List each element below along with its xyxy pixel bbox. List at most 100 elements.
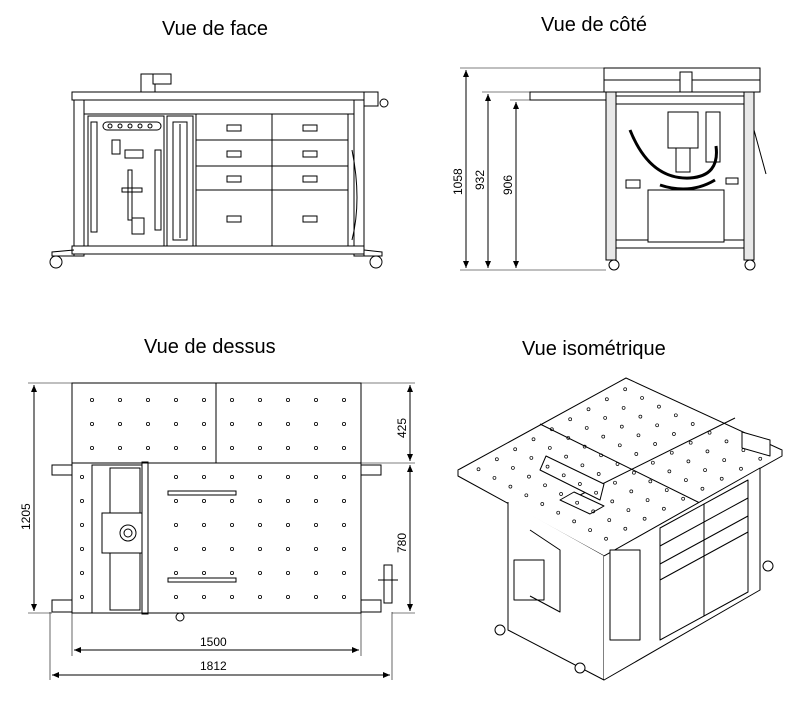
dog-hole (173, 571, 178, 576)
dog-hole (513, 447, 518, 452)
dog-hole (724, 439, 729, 444)
dog-hole (257, 547, 262, 552)
iso-view-title: Vue isométrique (522, 338, 666, 360)
dog-hole (173, 421, 178, 426)
dog-hole (524, 493, 529, 498)
dog-hole (285, 474, 290, 479)
dog-hole (617, 443, 622, 448)
dog-hole (739, 466, 743, 471)
dog-hole (173, 498, 178, 503)
dog-hole (476, 467, 481, 472)
dog-hole (173, 445, 178, 450)
dog-hole (173, 397, 178, 402)
dog-hole (705, 449, 710, 454)
dog-hole (511, 466, 515, 470)
dog-hole (257, 397, 262, 402)
dog-hole (575, 500, 579, 505)
dog-hole (588, 528, 592, 532)
dog-hole (657, 404, 661, 409)
dog-hole (201, 595, 206, 600)
dog-hole (313, 445, 318, 450)
dog-hole (118, 421, 123, 426)
dog-hole (594, 490, 598, 495)
dog-hole (257, 445, 262, 450)
dog-hole (619, 424, 624, 429)
dog-hole (229, 595, 234, 600)
dog-hole (527, 474, 531, 479)
dog-hole (145, 397, 150, 402)
dog-hole (313, 474, 318, 479)
dog-hole (90, 445, 95, 450)
dog-hole (80, 547, 85, 552)
dog-hole (229, 474, 234, 479)
dog-hole (681, 496, 686, 501)
dog-hole (285, 547, 290, 552)
dog-hole (556, 510, 561, 515)
dog-hole (201, 571, 206, 576)
dog-hole (145, 421, 150, 426)
dog-hole (543, 483, 547, 488)
dog-hole (642, 516, 647, 521)
dog-hole (145, 445, 150, 450)
side-view-title: Vue de côté (541, 14, 648, 36)
dim-top-extension: 425 (395, 418, 409, 438)
dog-hole (591, 509, 596, 514)
dog-hole (632, 470, 636, 475)
dog-hole (173, 595, 178, 600)
dog-hole (672, 432, 676, 436)
dog-hole (559, 492, 563, 496)
dog-hole (610, 499, 615, 504)
dog-hole (80, 523, 85, 528)
top-view-title: Vue de dessus (144, 336, 276, 358)
dog-hole (629, 489, 634, 494)
dog-hole (561, 473, 566, 478)
dog-hole (313, 523, 318, 528)
dog-hole (603, 416, 608, 420)
dog-hole (229, 498, 234, 503)
dog-hole (621, 406, 626, 410)
dog-hole (341, 547, 346, 552)
dog-hole (341, 523, 346, 528)
dog-hole (707, 430, 712, 435)
dog-hole (80, 498, 85, 503)
dog-hole (690, 422, 695, 426)
dog-hole (201, 498, 206, 503)
dog-hole (257, 595, 262, 600)
dog-hole (650, 460, 655, 465)
dog-hole (529, 456, 534, 460)
dog-hole (285, 397, 290, 402)
dog-hole (686, 459, 691, 464)
dog-hole (229, 571, 234, 576)
iso-view-drawing (457, 377, 783, 681)
dog-hole (673, 413, 678, 418)
dog-hole (547, 446, 552, 450)
dim-top-main-depth: 780 (395, 533, 409, 553)
dog-hole (229, 421, 234, 426)
dog-hole (341, 421, 346, 426)
dog-hole (623, 387, 628, 392)
dog-hole (313, 498, 318, 503)
dim-side-table-height: 932 (473, 170, 487, 190)
dog-hole (201, 445, 206, 450)
dog-hole (313, 571, 318, 576)
dim-top-width: 1500 (200, 635, 227, 649)
dog-hole (758, 456, 763, 461)
dog-hole (313, 421, 318, 426)
dog-hole (653, 442, 657, 446)
dog-hole (669, 450, 674, 455)
dog-hole (313, 547, 318, 552)
dog-hole (285, 523, 290, 528)
dog-hole (684, 478, 688, 482)
dog-hole (540, 502, 545, 506)
dog-hole (80, 571, 85, 576)
dog-hole (634, 452, 639, 456)
dog-hole (662, 506, 666, 511)
dog-hole (615, 462, 620, 466)
dog-hole (229, 445, 234, 450)
dog-hole (584, 426, 589, 430)
dog-hole (578, 482, 582, 486)
dog-hole (667, 469, 672, 474)
dog-hole (341, 445, 346, 450)
dim-top-total-width: 1812 (200, 659, 227, 673)
